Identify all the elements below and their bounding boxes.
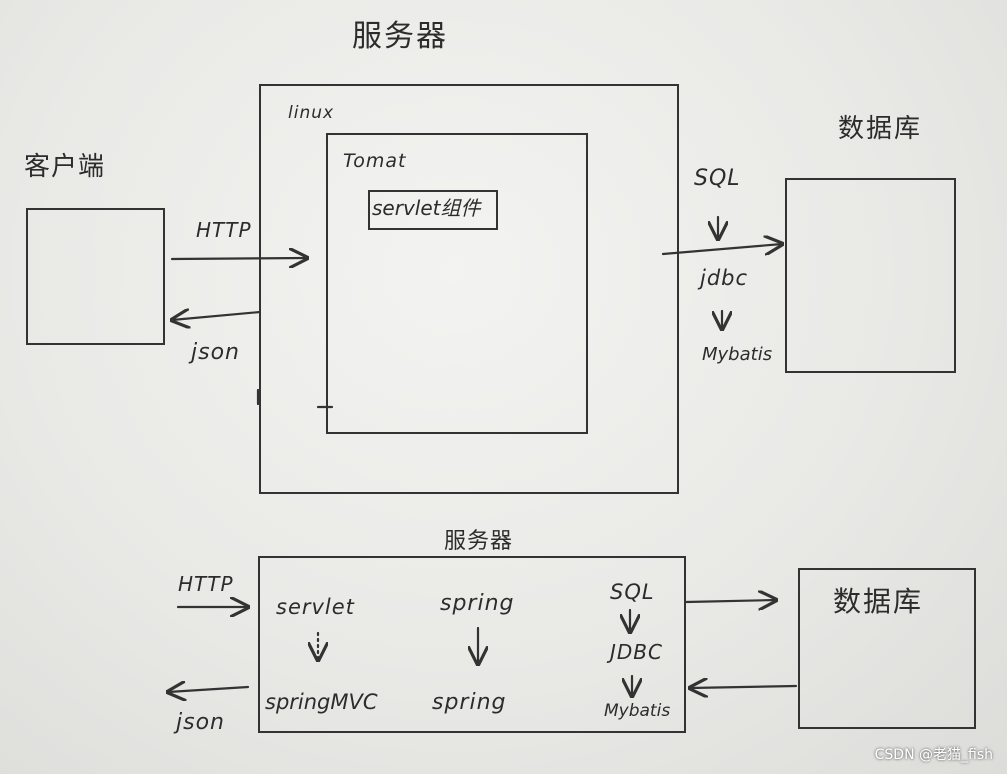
linux-server-box [259, 84, 679, 494]
linux-label: linux [288, 103, 335, 123]
top-jdbc-label: jdbc [700, 266, 749, 290]
bottom-springmvc-label: springMVC [265, 690, 378, 714]
top-json-arrow [172, 312, 262, 320]
top-mybatis-label: Mybatis [702, 344, 773, 365]
csdn-watermark: CSDN @老猫_fish [874, 747, 993, 763]
bottom-server-title: 服务器 [444, 529, 514, 554]
top-sql-label: SQL [694, 166, 741, 191]
bottom-spring-top-label: spring [440, 591, 515, 616]
top-db-arrow [661, 244, 782, 254]
top-json-label: json [191, 340, 240, 365]
client-label: 客户端 [24, 152, 106, 182]
bottom-server-box [258, 556, 686, 733]
bottom-db-arrow [684, 600, 776, 602]
tomcat-label: Tomat [343, 150, 407, 172]
bottom-db-return-arrow [690, 686, 798, 688]
bottom-json-label: json [176, 710, 225, 735]
bottom-database-box [798, 568, 976, 729]
servlet-component-label: servlet组件 [372, 196, 481, 220]
bottom-spring-bottom-label: spring [432, 690, 507, 715]
bottom-sql-label: SQL [610, 580, 655, 604]
top-database-box [785, 178, 956, 373]
tomcat-box [326, 133, 588, 434]
bottom-database-label: 数据库 [833, 585, 924, 618]
client-box [26, 208, 165, 345]
servlet-component-box [368, 190, 498, 230]
bottom-http-label: HTTP [178, 572, 234, 596]
top-server-title: 服务器 [352, 19, 448, 54]
top-http-arrow [170, 258, 307, 259]
top-database-label: 数据库 [838, 114, 923, 144]
bottom-jdbc-label: JDBC [610, 640, 663, 664]
bottom-servlet-label: servlet [276, 595, 355, 619]
top-http-label: HTTP [196, 218, 252, 242]
bottom-mybatis-label: Mybatis [604, 701, 671, 721]
bottom-json-arrow [168, 687, 250, 692]
